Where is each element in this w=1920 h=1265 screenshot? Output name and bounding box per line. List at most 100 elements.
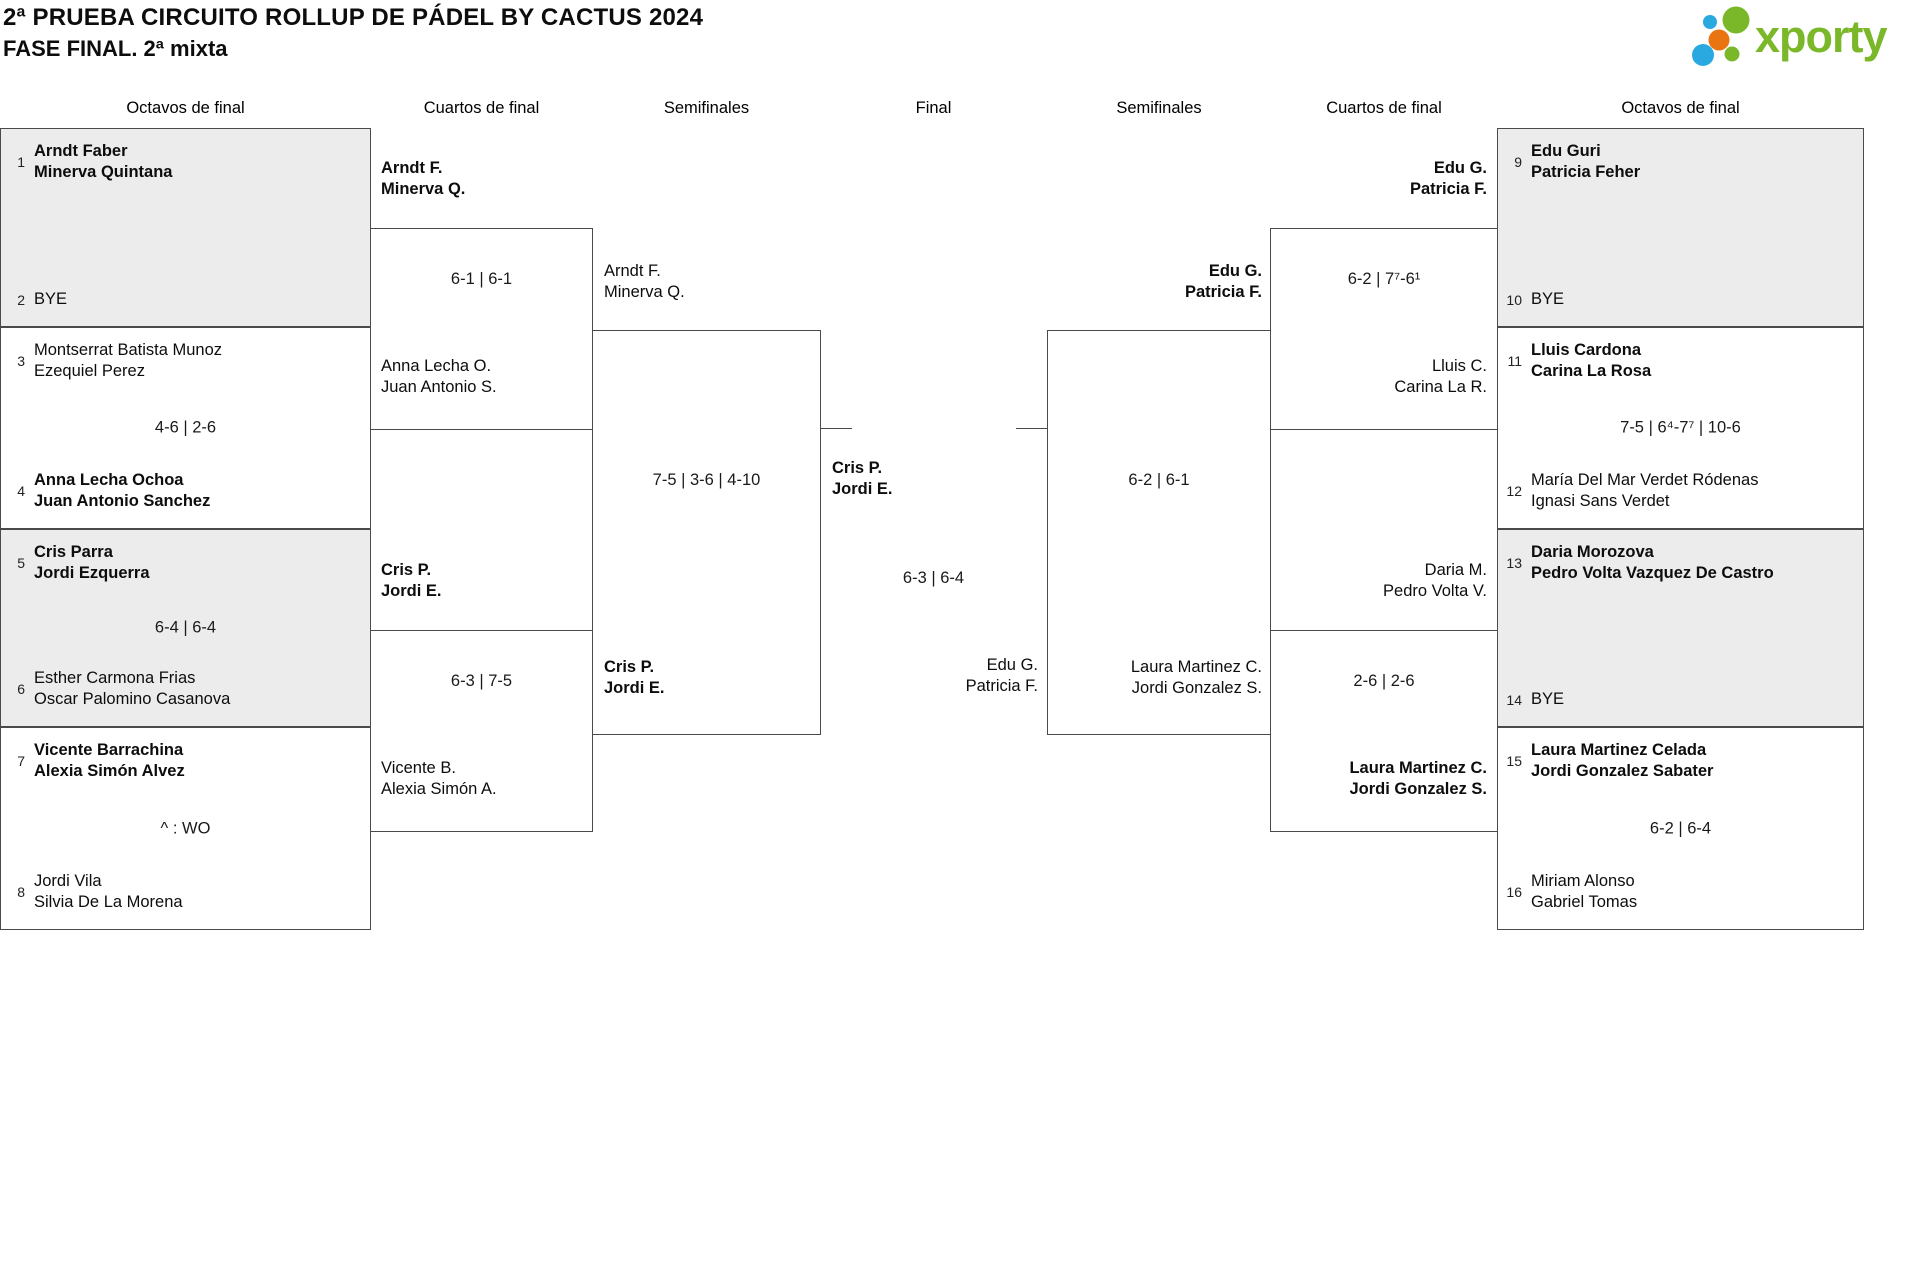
logo-text: xporty [1755,11,1888,62]
team-name: Esther Carmona Frias Oscar Palomino Casa… [34,669,231,708]
seed-number: 10 [1506,291,1522,308]
participant-row: 10 BYE [1502,289,1855,310]
participant-row: 9 Edu Guri Patricia Feher [1502,141,1855,183]
team-name: Cris P. Jordi E. [832,459,893,498]
team-name: Arndt Faber Minerva Quintana [34,142,173,181]
round-header-r16-right: Octavos de final [1621,99,1740,117]
match-box-6: 11 Lluis Cardona Carina La Rosa 7-5 | 6⁴… [1497,327,1864,529]
participant-row: 7 Vicente Barrachina Alexia Simón Alvez [5,740,362,782]
team-name: Cris P. Jordi E. [381,561,442,600]
team-name: Jordi Vila Silvia De La Morena [34,872,183,911]
team-name: Laura Martinez C. Jordi Gonzalez S. [1130,658,1262,697]
match-score: 6-4 | 6-4 [154,618,217,637]
team-name: Anna Lecha O. Juan Antonio S. [381,357,497,396]
seed-number: 7 [17,753,25,769]
seed-number: 11 [1507,353,1522,369]
team-name: BYE [1531,290,1565,308]
match-box-4: 7 Vicente Barrachina Alexia Simón Alvez … [0,727,371,930]
match-score: 2-6 | 2-6 [1353,672,1415,690]
seed-number: 1 [17,154,25,170]
participant-row: 15 Laura Martinez Celada Jordi Gonzalez … [1502,740,1855,782]
team-name: Edu G. Patricia F. [1409,159,1487,198]
participant-row: 8 Jordi Vila Silvia De La Morena [5,871,362,913]
match-score: 6-1 | 6-1 [450,270,513,288]
team-name: Laura Martinez Celada Jordi Gonzalez Sab… [1531,741,1714,780]
match-score: 7-5 | 3-6 | 4-10 [652,471,761,489]
match-score: 4-6 | 2-6 [154,418,217,437]
team-name: BYE [1531,690,1565,708]
team-name: Edu G. Patricia F. [1184,262,1262,301]
team-name: Lluis C. Carina La R. [1394,357,1487,396]
match-box-sf-left [592,330,821,735]
round-header-qf-right: Cuartos de final [1326,99,1442,117]
team-name: Daria M. Pedro Volta V. [1383,561,1487,600]
match-box-sf-right [1047,330,1271,735]
participant-row: 11 Lluis Cardona Carina La Rosa [1502,340,1855,382]
match-box-2: 3 Montserrat Batista Munoz Ezequiel Pere… [0,327,371,529]
seed-number: 15 [1506,753,1522,769]
team-name: Arndt F. Minerva Q. [604,262,685,301]
seed-number: 13 [1506,555,1522,571]
team-name: Vicente Barrachina Alexia Simón Alvez [34,741,185,780]
round-header-final: Final [915,99,952,117]
team-name: Montserrat Batista Munoz Ezequiel Perez [34,341,222,380]
match-box-1: 1 Arndt Faber Minerva Quintana 2 BYE [0,128,371,327]
round-header-sf-right: Semifinales [1116,99,1202,117]
match-box-qf-right-1 [1270,228,1498,430]
bracket-line [821,428,852,429]
bracket-line [1016,428,1047,429]
match-score: 6-2 | 7⁷-6¹ [1347,270,1421,288]
round-header-sf-left: Semifinales [663,99,750,117]
xporty-logo-dots-icon [1692,6,1750,66]
match-box-8: 15 Laura Martinez Celada Jordi Gonzalez … [1497,727,1864,930]
participant-row: 13 Daria Morozova Pedro Volta Vazquez De… [1502,542,1855,584]
seed-number: 3 [17,353,25,369]
page-subtitle: FASE FINAL. 2ª mixta [3,36,228,61]
participant-row: 2 BYE [5,289,362,310]
round-header-qf-left: Cuartos de final [423,99,540,117]
seed-number: 8 [17,884,25,900]
participant-row: 5 Cris Parra Jordi Ezquerra [5,542,362,584]
seed-number: 9 [1514,154,1522,170]
seed-number: 4 [17,483,25,499]
match-score: 6-2 | 6-1 [1128,471,1190,489]
participant-row: 12 María Del Mar Verdet Ródenas Ignasi S… [1502,470,1855,512]
match-box-7: 13 Daria Morozova Pedro Volta Vazquez De… [1497,529,1864,727]
seed-number: 12 [1506,483,1522,499]
team-name: Edu G. Patricia F. [965,656,1038,695]
team-name: Laura Martinez C. Jordi Gonzalez S. [1349,759,1487,798]
match-score: 6-3 | 6-4 [902,569,965,587]
match-box-qf-left-2 [370,630,593,832]
team-name: Lluis Cardona Carina La Rosa [1531,341,1652,380]
participant-row: 14 BYE [1502,689,1855,710]
seed-number: 6 [17,681,25,697]
seed-number: 16 [1506,884,1522,900]
match-score: ^ : WO [160,819,211,837]
team-name: Miriam Alonso Gabriel Tomas [1531,872,1638,911]
match-box-3: 5 Cris Parra Jordi Ezquerra 6-4 | 6-4 6 … [0,529,371,727]
round-header-r16-left: Octavos de final [126,99,245,117]
match-box-5: 9 Edu Guri Patricia Feher 10 BYE [1497,128,1864,327]
seed-number: 2 [17,291,25,308]
team-name: BYE [34,290,68,308]
match-score: 7-5 | 6⁴-7⁷ | 10-6 [1620,418,1741,437]
seed-number: 14 [1506,691,1522,708]
match-box-qf-right-2 [1270,630,1498,832]
xporty-logo: xporty [1685,6,1888,74]
team-name: Arndt F. Minerva Q. [381,159,466,198]
participant-row: 1 Arndt Faber Minerva Quintana [5,141,362,183]
seed-number: 5 [17,555,25,571]
team-name: Anna Lecha Ochoa Juan Antonio Sanchez [34,471,211,510]
team-name: Daria Morozova Pedro Volta Vazquez De Ca… [1531,543,1774,582]
participant-row: 6 Esther Carmona Frias Oscar Palomino Ca… [5,668,362,710]
team-name: Edu Guri Patricia Feher [1531,142,1641,181]
participant-row: 16 Miriam Alonso Gabriel Tomas [1502,871,1855,913]
participant-row: 4 Anna Lecha Ochoa Juan Antonio Sanchez [5,470,362,512]
team-name: María Del Mar Verdet Ródenas Ignasi Sans… [1531,471,1759,510]
page-title: 2ª PRUEBA CIRCUITO ROLLUP DE PÁDEL BY CA… [3,4,704,31]
match-score: 6-3 | 7-5 [450,672,513,690]
team-name: Cris Parra Jordi Ezquerra [34,543,150,582]
participant-row: 3 Montserrat Batista Munoz Ezequiel Pere… [5,340,362,382]
team-name: Cris P. Jordi E. [604,658,665,697]
